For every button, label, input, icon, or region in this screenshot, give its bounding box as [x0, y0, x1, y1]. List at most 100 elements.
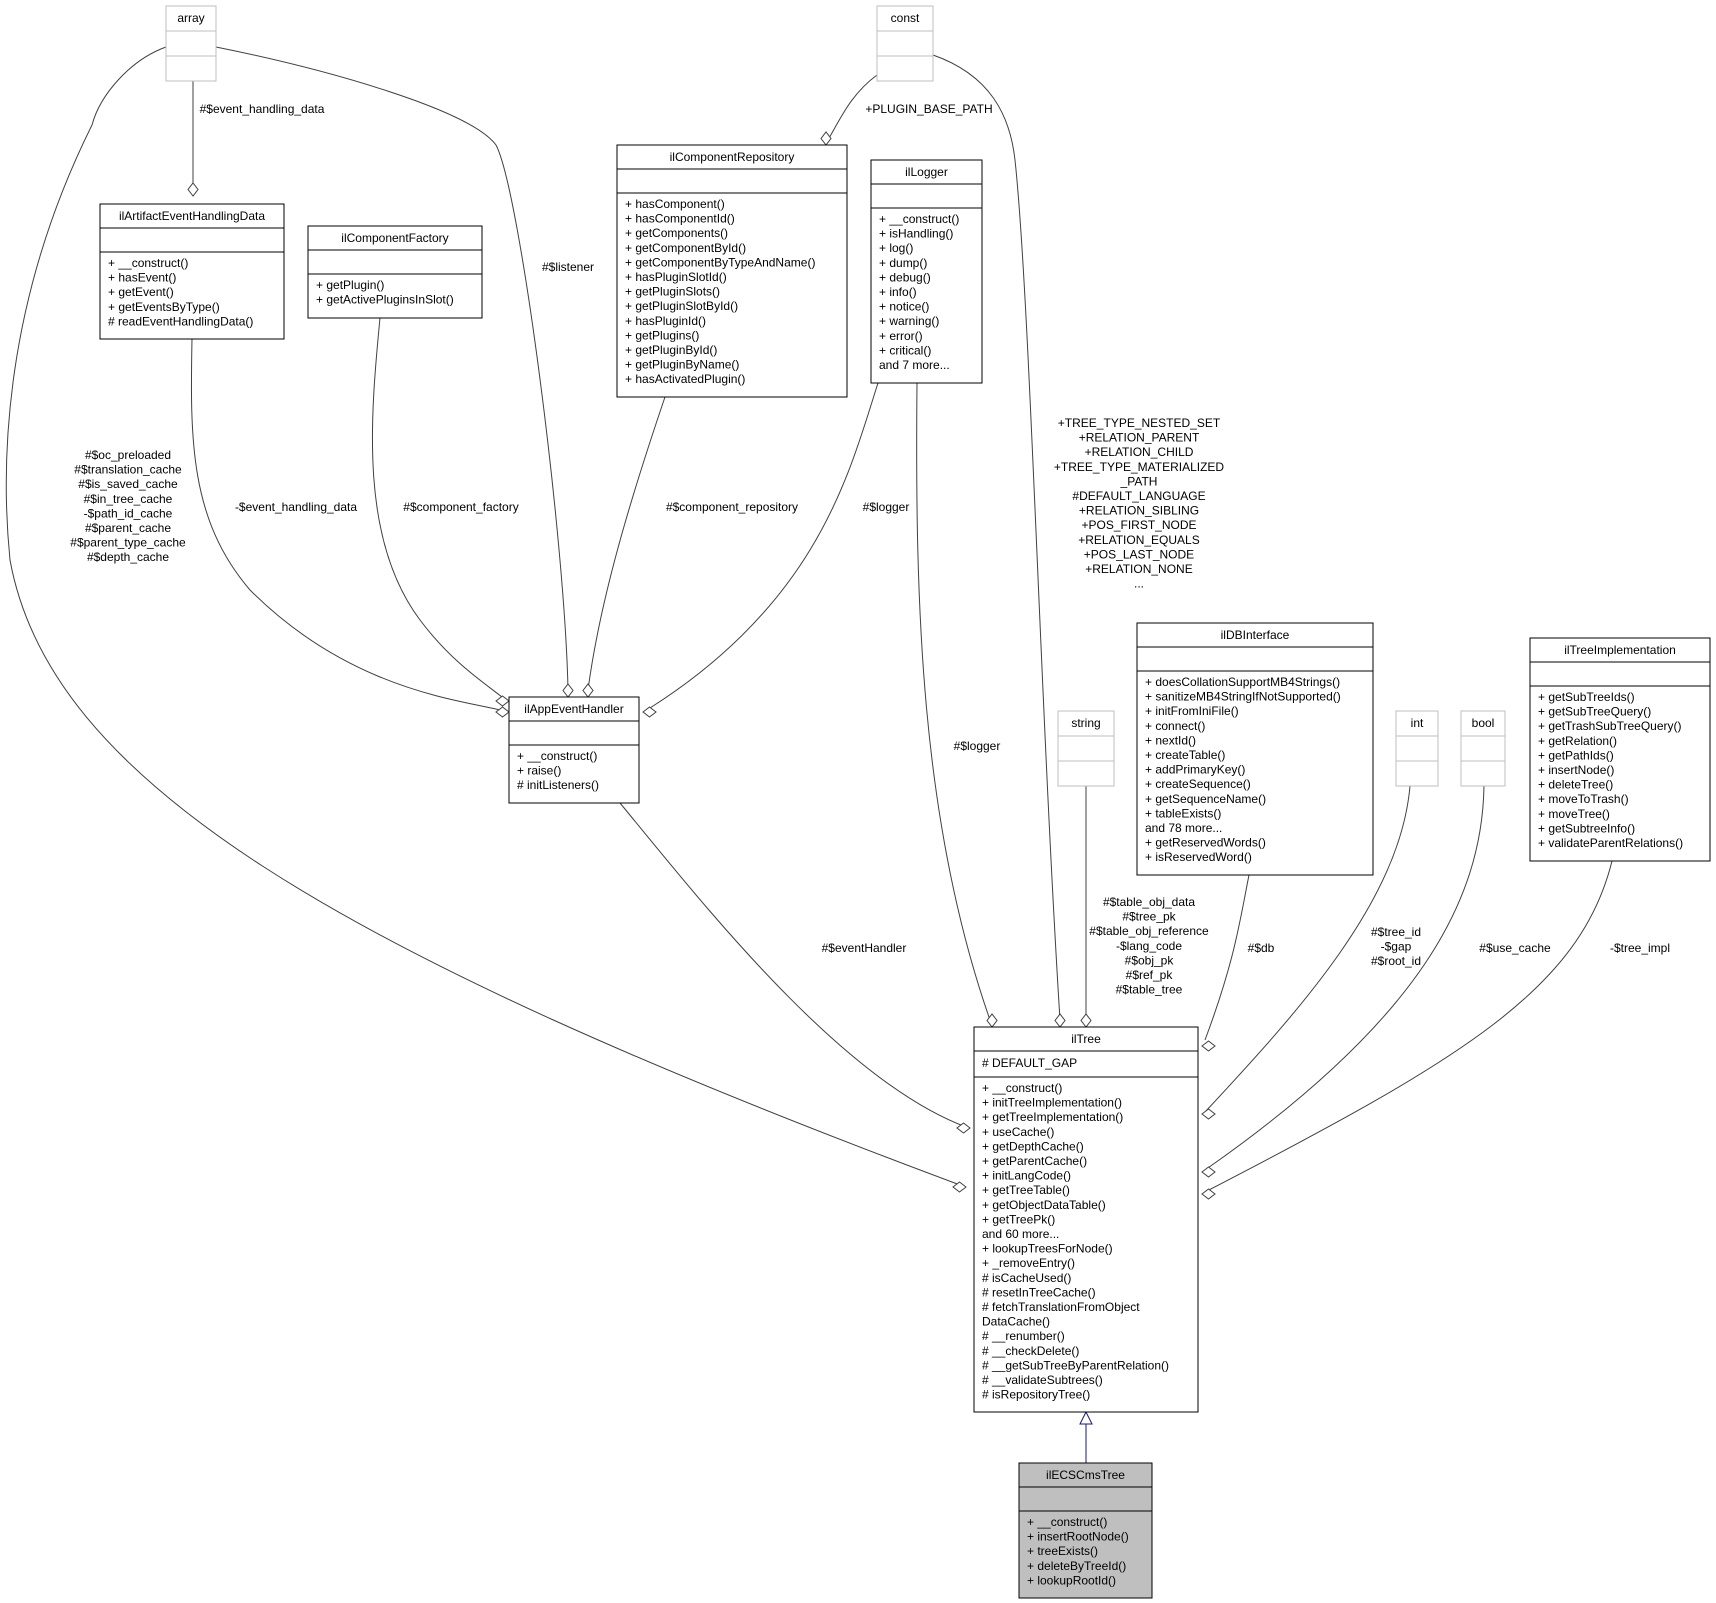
class-method: + getObjectDataTable(): [982, 1198, 1106, 1212]
aggregation-diamond: [642, 706, 657, 718]
class-method: + __construct(): [1027, 1515, 1107, 1529]
relation-bool-iltree: [1201, 785, 1485, 1178]
class-method: + nextId(): [1145, 733, 1196, 747]
class-method: + getEventsByType(): [108, 300, 220, 314]
aggregation-edge-appevent-iltree: [619, 802, 967, 1128]
relation-logger-iltree: [916, 382, 998, 1028]
class-method: + getComponents(): [625, 226, 728, 240]
class-method: + getSubtreeInfo(): [1538, 821, 1635, 835]
methods-compartment: [616, 192, 848, 398]
class-method: + getComponentByTypeAndName(): [625, 255, 815, 269]
attributes-compartment: [973, 1050, 1199, 1078]
methods-compartment: [508, 744, 640, 804]
methods-compartment: [1018, 1510, 1153, 1599]
class-method: # __checkDelete(): [982, 1344, 1079, 1358]
class-il-component-factory[interactable]: ilComponentFactory+ getPlugin()+ getActi…: [307, 225, 483, 319]
class-method: + raise(): [517, 764, 561, 778]
class-il-component-repository[interactable]: ilComponentRepository+ hasComponent()+ h…: [616, 144, 848, 398]
class-name: array: [177, 11, 204, 25]
relation-label: #$eventHandler: [822, 941, 907, 955]
relation-label: -$event_handling_data: [235, 500, 357, 514]
class-method: + _removeEntry(): [982, 1256, 1075, 1270]
aggregation-edge-int-iltree: [1204, 785, 1411, 1113]
relation-label-const-comprepo: +PLUGIN_BASE_PATH: [865, 102, 992, 116]
relation-label: ...: [1134, 577, 1144, 591]
relation-label: +POS_LAST_NODE: [1084, 547, 1194, 561]
relation-label: +RELATION_SIBLING: [1079, 504, 1199, 518]
methods-compartment: [1529, 685, 1711, 862]
class-string[interactable]: string: [1057, 710, 1115, 787]
class-method: # __renumber(): [982, 1329, 1065, 1343]
relation-label-treeimpl-iltree: -$tree_impl: [1610, 941, 1670, 955]
aggregation-edge-bool-iltree: [1204, 785, 1485, 1171]
class-il-app-event-handler[interactable]: ilAppEventHandler+ __construct()+ raise(…: [508, 696, 640, 804]
relation-label: #$obj_pk: [1125, 953, 1175, 967]
class-bool[interactable]: bool: [1460, 710, 1506, 787]
class-il-ecscms-tree[interactable]: ilECSCmsTree+ __construct()+ insertRootN…: [1018, 1462, 1153, 1599]
relation-label-string-iltree: #$table_obj_data#$tree_pk#$table_obj_ref…: [1089, 895, 1209, 997]
class-method: + getReservedWords(): [1145, 836, 1266, 850]
class-method: + initFromIniFile(): [1145, 704, 1239, 718]
class-method: + insertNode(): [1538, 763, 1614, 777]
methods-compartment: [307, 273, 483, 319]
relation-const-iltree: [932, 54, 1066, 1028]
attributes-compartment: [616, 168, 848, 194]
class-il-tree-implementation[interactable]: ilTreeImplementation+ getSubTreeIds()+ g…: [1529, 637, 1711, 862]
relation-label: #$component_repository: [666, 500, 798, 514]
class-il-logger[interactable]: ilLogger+ __construct()+ isHandling()+ l…: [870, 159, 983, 384]
relation-label: _PATH: [1120, 474, 1158, 488]
class-method: + hasComponentId(): [625, 212, 735, 226]
class-header: [1136, 622, 1374, 648]
aggregation-edge-artifact-appevent: [190, 338, 501, 711]
relation-label-array-appevent: #$listener: [542, 260, 594, 274]
class-array[interactable]: array: [165, 5, 217, 82]
attributes-compartment: [1018, 1486, 1153, 1512]
methods-compartment: [99, 251, 285, 340]
class-method: + debug(): [879, 270, 931, 284]
class-method: + useCache(): [982, 1125, 1054, 1139]
class-header: [1529, 637, 1711, 663]
class-il-dbinterface[interactable]: ilDBInterface+ doesCollationSupportMB4St…: [1136, 622, 1374, 876]
class-method: + getTrashSubTreeQuery(): [1538, 719, 1682, 733]
class-il-artifact-event-handling-data[interactable]: ilArtifactEventHandlingData+ __construct…: [99, 203, 285, 340]
relation-label: #$table_tree: [1116, 983, 1183, 997]
class-method: + error(): [879, 329, 923, 343]
class-int[interactable]: int: [1395, 710, 1439, 787]
attributes-compartment: [1529, 661, 1711, 687]
class-method: + getActivePluginsInSlot(): [316, 293, 454, 307]
relation-label: #$depth_cache: [87, 550, 169, 564]
class-method: + getPathIds(): [1538, 748, 1614, 762]
class-method: + notice(): [879, 300, 929, 314]
relation-label: #$oc_preloaded: [85, 448, 171, 462]
class-method: and 60 more...: [982, 1227, 1059, 1241]
relation-label-db-iltree: #$db: [1248, 941, 1275, 955]
class-method: + treeExists(): [1027, 1544, 1098, 1558]
relation-label: +RELATION_CHILD: [1085, 445, 1194, 459]
class-method: + dump(): [879, 256, 927, 270]
relation-label: #DEFAULT_LANGUAGE: [1072, 489, 1205, 503]
class-method: + __construct(): [879, 212, 959, 226]
class-method: + getComponentById(): [625, 241, 746, 255]
relation-label-logger-iltree: #$logger: [954, 739, 1001, 753]
relation-label-array-artifact: #$event_handling_data: [200, 102, 325, 116]
class-method: + getSubTreeQuery(): [1538, 705, 1651, 719]
class-method: + lookupTreesForNode(): [982, 1242, 1113, 1256]
relation-label: +RELATION_NONE: [1085, 562, 1192, 576]
class-il-tree[interactable]: ilTree# DEFAULT_GAP+ __construct()+ init…: [973, 1026, 1199, 1413]
class-name: ilArtifactEventHandlingData: [119, 209, 265, 223]
attributes-compartment: [307, 249, 483, 275]
class-method: + connect(): [1145, 719, 1205, 733]
aggregation-edge-logger-appevent: [649, 382, 879, 709]
relation-db-iltree: [1201, 874, 1250, 1052]
class-method: + isReservedWord(): [1145, 850, 1252, 864]
class-method: + getTreePk(): [982, 1212, 1055, 1226]
class-method: # fetchTranslationFromObject: [982, 1300, 1140, 1314]
class-name: ilLogger: [905, 165, 948, 179]
class-method: + getParentCache(): [982, 1154, 1087, 1168]
relation-treeimpl-iltree: [1201, 860, 1613, 1200]
relation-label: -$path_id_cache: [84, 506, 173, 520]
class-method: and 7 more...: [879, 358, 950, 372]
class-method: # __validateSubtrees(): [982, 1373, 1103, 1387]
class-const[interactable]: const: [876, 5, 934, 82]
